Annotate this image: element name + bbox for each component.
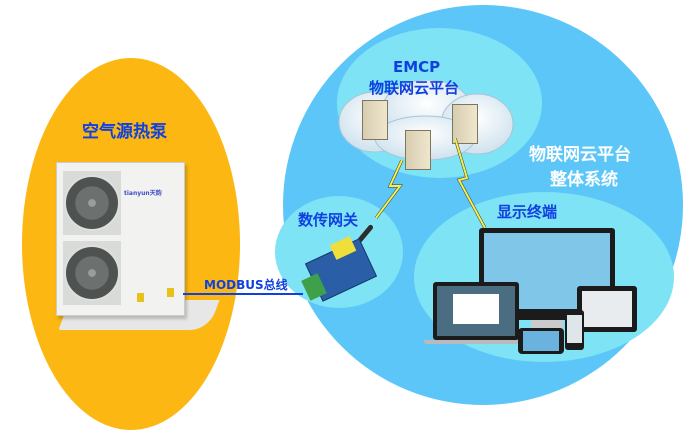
gateway-label: 数传网关 (298, 211, 359, 229)
heat-pump-label: 空气源热泵 (82, 122, 167, 142)
display-label: 显示终端 (497, 203, 558, 221)
system-label-line1: 物联网云平台 (529, 145, 631, 165)
wireless-link-display-icon (455, 138, 487, 229)
warning-label-icon (137, 293, 144, 302)
cloud-label-line2: 物联网云平台 (369, 79, 460, 97)
fan-icon (64, 245, 120, 301)
modbus-label: MODBUS总线 (204, 278, 288, 292)
fan-bottom (63, 241, 121, 305)
laptop-base (424, 340, 528, 344)
phone-portrait-screen (567, 315, 582, 343)
tablet-screen (582, 291, 632, 327)
modbus-bus-line (183, 293, 303, 295)
database-server-icon (362, 100, 388, 140)
fan-icon (64, 175, 120, 231)
fan-top (63, 171, 121, 235)
brand-logo: tianyun天韵 (124, 190, 162, 197)
laptop-screen (437, 286, 515, 336)
app-server-icon (405, 130, 431, 170)
cloud-label-line1: EMCP (393, 58, 441, 76)
heat-pump-unit (56, 162, 185, 316)
system-label-line2: 整体系统 (550, 170, 618, 190)
wireless-link-gateway-icon (374, 160, 404, 219)
warning-label-icon (167, 288, 174, 297)
phone-landscape-screen (523, 331, 559, 351)
web-server-icon (452, 104, 478, 144)
